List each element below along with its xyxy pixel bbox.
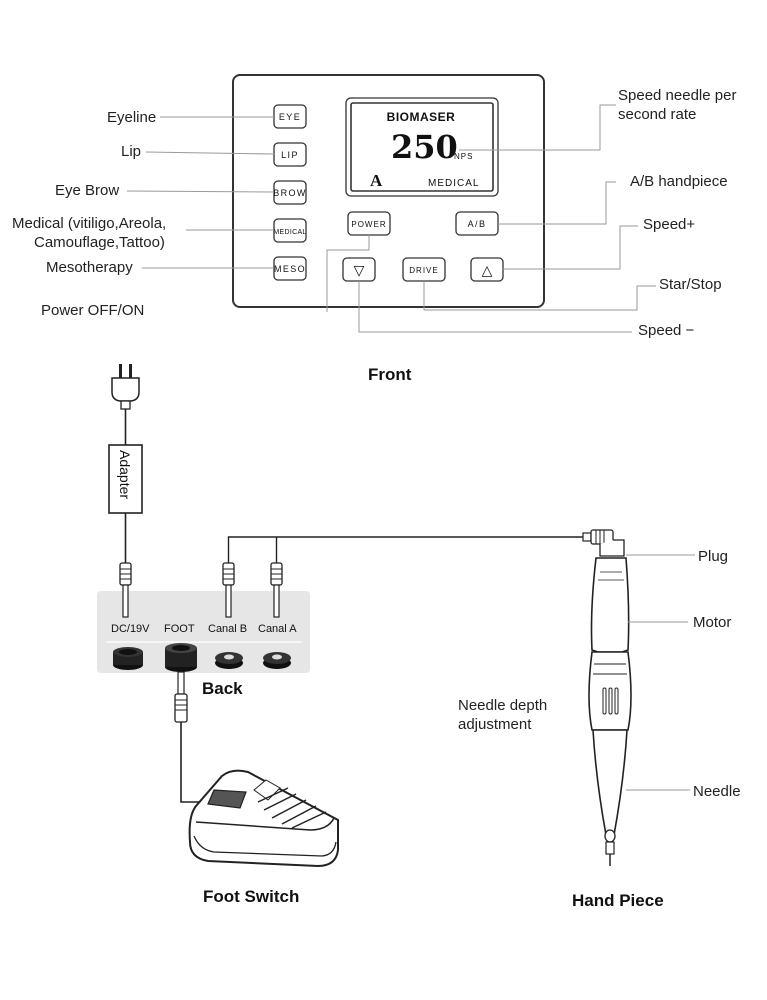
foot-plug-icon — [174, 671, 188, 723]
brow-button[interactable]: BROW — [273, 180, 307, 205]
label-speed-rate-line1: Speed needle per — [618, 87, 736, 104]
svg-text:BROW: BROW — [273, 188, 307, 198]
eye-button[interactable]: EYE — [273, 104, 307, 129]
mode-indicator: MEDICAL — [428, 178, 479, 189]
canal-a-socket-icon — [263, 652, 291, 669]
ab-button[interactable]: A/B — [455, 211, 499, 236]
label-eye-brow: Eye Brow — [55, 182, 119, 199]
drive-button[interactable]: DRIVE — [402, 257, 446, 282]
label-hand-piece: Hand Piece — [572, 891, 664, 910]
label-motor: Motor — [693, 614, 731, 631]
foot-switch-cable — [180, 722, 212, 803]
speed-value: 250 — [391, 128, 458, 166]
handpiece-indicator: A — [370, 171, 383, 190]
label-speed-plus: Speed+ — [643, 216, 695, 233]
label-back: Back — [202, 679, 243, 698]
hand-piece — [582, 529, 632, 866]
label-needle: Needle — [693, 783, 741, 800]
meso-button[interactable]: MESO — [273, 256, 307, 281]
label-speed-rate-line2: second rate — [618, 106, 696, 123]
brand-logo: BIOMASER — [387, 110, 456, 124]
foot-socket-icon — [165, 643, 197, 672]
canal-b-plug-icon — [222, 562, 235, 618]
port-foot-label: FOOT — [164, 623, 195, 635]
label-start-stop: Star/Stop — [659, 276, 722, 293]
label-foot-switch: Foot Switch — [203, 887, 299, 906]
label-ab-handpiece: A/B handpiece — [630, 173, 728, 190]
port-canal-b-label: Canal B — [208, 623, 247, 635]
svg-text:MESO: MESO — [274, 264, 306, 274]
label-needle-depth-line1: Needle depth — [458, 697, 547, 714]
label-eyeline: Eyeline — [107, 109, 156, 126]
port-canal-a-label: Canal A — [258, 623, 297, 635]
lip-button[interactable]: LIP — [273, 142, 307, 167]
speed-unit: NPS — [454, 152, 473, 161]
dc-socket-icon — [113, 647, 143, 670]
front-leader-lines — [126, 104, 656, 333]
label-mesotherapy: Mesotherapy — [46, 259, 133, 276]
canal-b-socket-icon — [215, 652, 243, 669]
label-medical-line1: Medical (vitiligo,Areola, — [12, 215, 166, 232]
svg-text:A/B: A/B — [468, 219, 487, 229]
adapter-box: Adapter — [108, 444, 143, 563]
port-dc-label: DC/19V — [111, 623, 150, 635]
dc-plug-icon — [119, 562, 132, 618]
lcd-display: BIOMASER 250 NPS A MEDICAL — [345, 97, 499, 197]
svg-text:POWER: POWER — [351, 220, 386, 229]
label-power: Power OFF/ON — [41, 302, 144, 319]
speed-down-button[interactable]: ▽ — [342, 257, 376, 282]
power-button[interactable]: POWER — [347, 211, 391, 236]
handpiece-leader-lines — [626, 554, 695, 791]
speed-up-button[interactable]: △ — [470, 257, 504, 282]
label-speed-minus: Speed − — [638, 322, 695, 339]
front-panel: BIOMASER 250 NPS A MEDICAL EYE LIP BROW … — [232, 74, 545, 308]
handpiece-cable — [227, 536, 583, 563]
label-needle-depth-line2: adjustment — [458, 716, 532, 733]
svg-text:LIP: LIP — [281, 150, 299, 160]
label-front: Front — [368, 365, 412, 384]
back-panel — [97, 591, 310, 673]
triangle-down-icon: ▽ — [354, 262, 365, 278]
label-plug: Plug — [698, 548, 728, 565]
medical-button[interactable]: MEDICAL — [273, 218, 307, 243]
svg-text:DRIVE: DRIVE — [409, 266, 438, 275]
label-adapter: Adapter — [117, 450, 133, 499]
label-medical-line2: Camouflage,Tattoo) — [34, 234, 165, 251]
foot-switch-pedal — [188, 769, 339, 868]
svg-text:MEDICAL: MEDICAL — [273, 229, 306, 236]
svg-text:EYE: EYE — [279, 112, 301, 122]
power-plug-icon — [111, 364, 140, 445]
label-lip: Lip — [121, 143, 141, 160]
triangle-up-icon: △ — [482, 262, 493, 278]
